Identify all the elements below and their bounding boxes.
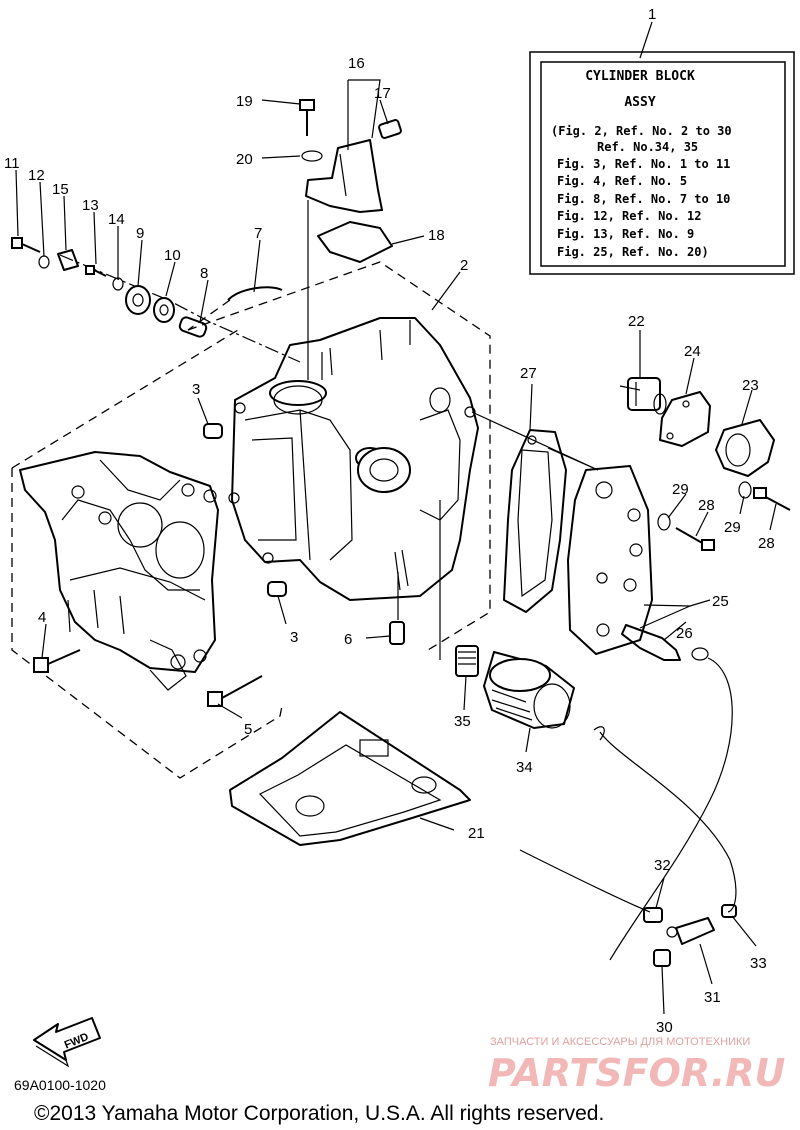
- part-hose-30: [593, 657, 737, 961]
- info-box-line: (Fig. 2, Ref. No. 2 to 30: [551, 124, 732, 138]
- part-pin-8: [178, 316, 208, 338]
- watermark-tagline: ЗАПЧАСТИ И АКСЕССУАРЫ ДЛЯ МОТОТЕХНИКИ: [490, 1036, 750, 1048]
- callout-1: 1: [648, 6, 656, 23]
- cylinder-block: [228, 317, 479, 601]
- callout-10: 10: [164, 247, 181, 264]
- part-fitting-31: [666, 917, 715, 945]
- part-bolt-28: [675, 487, 791, 551]
- part-washer-12: [38, 255, 50, 269]
- part-dowel-3: [203, 423, 287, 597]
- callout-6: 6: [344, 631, 352, 648]
- callout-9: 9: [136, 225, 144, 242]
- watermark: ЗАПЧАСТИ И АКСЕССУАРЫ ДЛЯ МОТОТЕХНИКИ PA…: [488, 1036, 786, 1095]
- part-bolt-5: [207, 675, 263, 707]
- part-washer-29: [657, 481, 752, 531]
- part-hose-end-30: [653, 949, 671, 967]
- callout-32: 32: [654, 857, 671, 874]
- part-hose-32: [519, 849, 663, 923]
- info-box-line: Fig. 12, Ref. No. 12: [557, 209, 702, 223]
- copyright-notice: ©2013 Yamaha Motor Corporation, U.S.A. A…: [34, 1102, 604, 1125]
- callout-16: 16: [348, 55, 365, 72]
- callout-11: 11: [4, 155, 20, 172]
- callout-14: 14: [108, 211, 125, 228]
- part-clip-15: [57, 249, 79, 271]
- part-bolt-4: [33, 649, 81, 673]
- info-box-title: CYLINDER BLOCK: [585, 69, 695, 84]
- part-bolt-11: [11, 237, 41, 253]
- part-pin-6: [389, 621, 405, 645]
- assembly-info-box: 1 CYLINDER BLOCK ASSY (Fig. 2, Ref. No. …: [529, 6, 795, 275]
- crankcase: [19, 451, 219, 691]
- callout-28b: 28: [758, 535, 775, 552]
- part-hose-7: [227, 286, 283, 301]
- assembly-outline: [11, 261, 491, 779]
- callout-18: 18: [428, 227, 445, 244]
- callout-29a: 29: [672, 481, 689, 498]
- info-box-line: Fig. 25, Ref. No. 20): [557, 245, 709, 259]
- part-cap-16: [305, 139, 383, 213]
- info-box-line: Fig. 3, Ref. No. 1 to 11: [557, 157, 730, 171]
- callout-28a: 28: [698, 497, 715, 514]
- callout-33: 33: [750, 955, 767, 972]
- part-gasket-21: [229, 711, 471, 846]
- part-bolt-19: [299, 99, 315, 136]
- part-washer-20: [301, 150, 323, 162]
- callout-29b: 29: [724, 519, 741, 536]
- callout-23: 23: [742, 377, 759, 394]
- callout-31: 31: [704, 989, 721, 1006]
- info-box-line: Ref. No.34, 35: [597, 140, 698, 154]
- callout-8: 8: [200, 265, 208, 282]
- callout-2: 2: [460, 257, 468, 274]
- callout-26: 26: [676, 625, 693, 642]
- info-box-subtitle: ASSY: [624, 95, 655, 110]
- part-gasket-24: [659, 391, 711, 447]
- callout-numbers: 16 17 19 20 18 2 7 8 10 9 14 13 15 12 11…: [4, 55, 775, 1036]
- part-gasket-27: [503, 429, 567, 613]
- info-box-line: Fig. 4, Ref. No. 5: [557, 174, 687, 188]
- diagram-code: 69A0100-1020: [14, 1077, 106, 1093]
- part-clamp-33: [721, 904, 737, 918]
- callout-13: 13: [82, 197, 99, 214]
- part-seal-10: [153, 297, 175, 323]
- part-thermostat-22: [627, 377, 667, 415]
- callout-3b: 3: [290, 629, 298, 646]
- info-box-line: Fig. 8, Ref. No. 7 to 10: [557, 192, 730, 206]
- callout-7: 7: [254, 225, 262, 242]
- part-bolt-13: [85, 265, 107, 277]
- watermark-brand: PARTSFOR.RU: [488, 1051, 786, 1095]
- callout-19: 19: [236, 93, 253, 110]
- part-seal-9: [125, 285, 151, 315]
- part-union-bolt-35: [455, 645, 479, 677]
- part-cover-25: [567, 465, 653, 655]
- callout-5: 5: [244, 721, 252, 738]
- assembly-centerlines: [59, 200, 641, 660]
- callout-35: 35: [454, 713, 471, 730]
- part-thermostat-cover-23: [715, 419, 775, 477]
- callout-25: 25: [712, 593, 729, 610]
- callout-21: 21: [468, 825, 485, 842]
- callout-3a: 3: [192, 381, 200, 398]
- callout-20: 20: [236, 151, 253, 168]
- fwd-label: FWD: [63, 1031, 91, 1052]
- callout-24: 24: [684, 343, 701, 360]
- callout-12: 12: [28, 167, 45, 184]
- leader-lines: [15, 79, 777, 1015]
- part-oil-filter-34: [483, 651, 575, 729]
- callout-17: 17: [374, 85, 391, 102]
- part-nipple-17: [378, 119, 402, 139]
- callout-22: 22: [628, 313, 645, 330]
- callout-30: 30: [656, 1019, 673, 1036]
- callout-4: 4: [38, 609, 46, 626]
- info-box-line: Fig. 13, Ref. No. 9: [557, 227, 694, 241]
- callout-27: 27: [520, 365, 537, 382]
- callout-34: 34: [516, 759, 533, 776]
- callout-15: 15: [52, 181, 69, 198]
- part-gasket-18: [317, 221, 393, 263]
- forward-arrow-icon: FWD: [33, 1017, 101, 1068]
